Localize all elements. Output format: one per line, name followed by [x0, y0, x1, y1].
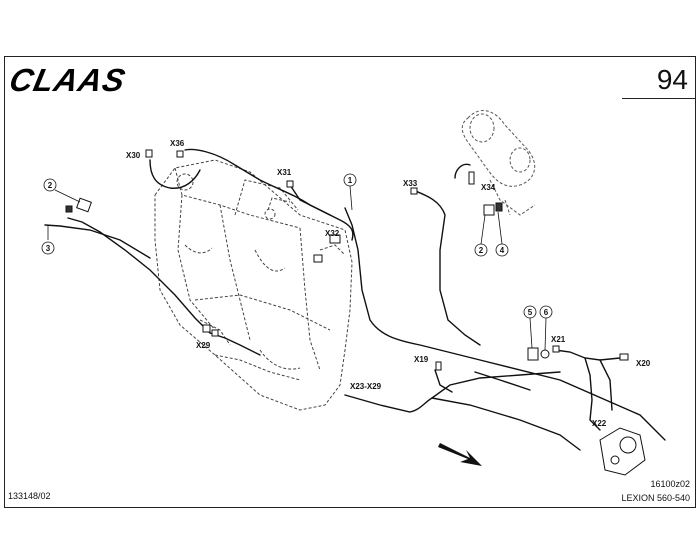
label-x29: X29 [196, 341, 211, 350]
callouts: 2 3 1 2 4 5 6 [41, 173, 553, 319]
label-x32: X32 [325, 229, 340, 238]
svg-text:4: 4 [500, 246, 505, 255]
connector-labels: X30 X36 X31 X32 X33 X34 X29 X23-X29 X19 … [126, 139, 651, 428]
svg-text:6: 6 [544, 308, 549, 317]
sensor-2-right [483, 204, 495, 216]
connector-x19 [435, 361, 442, 371]
connector-x29b [211, 329, 219, 337]
connector-x31 [286, 180, 294, 188]
model-name: LEXION 560-540 [621, 493, 690, 503]
drawing-frame [4, 56, 696, 508]
connector-x29 [202, 324, 211, 333]
label-x36: X36 [170, 139, 185, 148]
callout-5: 5 [523, 305, 537, 319]
svg-text:1: 1 [348, 176, 353, 185]
label-x31: X31 [277, 168, 292, 177]
connector-x20 [619, 353, 629, 361]
bracket-4 [495, 202, 503, 212]
label-x23-x29: X23-X29 [350, 382, 382, 391]
svg-text:2: 2 [48, 181, 53, 190]
label-x19: X19 [414, 355, 429, 364]
connector-x22-unit [599, 427, 646, 476]
callout-leaders [47, 185, 547, 351]
connector-x36 [176, 150, 184, 158]
belt-drive [461, 110, 536, 216]
svg-text:5: 5 [528, 308, 533, 317]
header-rule [622, 98, 696, 99]
label-x33: X33 [403, 179, 418, 188]
connector-x33 [410, 187, 418, 195]
document-number: 133148/02 [8, 491, 51, 501]
callout-3: 3 [41, 241, 55, 255]
label-x22: X22 [592, 419, 607, 428]
svg-text:2: 2 [479, 246, 484, 255]
drawing-code: 16100z02 [650, 479, 690, 489]
label-x20: X20 [636, 359, 651, 368]
callout-6: 6 [539, 305, 553, 319]
connector-x21 [552, 345, 560, 353]
label-x34: X34 [481, 183, 496, 192]
harness-wires [44, 148, 666, 451]
label-x21: X21 [551, 335, 566, 344]
label-x30: X30 [126, 151, 141, 160]
direction-arrow [438, 443, 482, 466]
connector-x34 [468, 171, 475, 185]
connector-x32b [313, 254, 323, 263]
nut-6 [540, 349, 550, 359]
components [65, 149, 646, 476]
fuel-tank [154, 159, 353, 411]
callout-2-left: 2 [43, 178, 57, 192]
page-number: 94 [656, 64, 688, 95]
svg-text:3: 3 [46, 244, 51, 253]
callout-4: 4 [495, 243, 509, 257]
connector-x32 [329, 234, 341, 244]
callout-1: 1 [343, 173, 357, 187]
sensor-5 [527, 347, 539, 361]
callout-2-right: 2 [474, 243, 488, 257]
sensor-2-left [76, 197, 92, 213]
connector-x30 [145, 149, 153, 158]
connector-3-plug [65, 205, 73, 213]
